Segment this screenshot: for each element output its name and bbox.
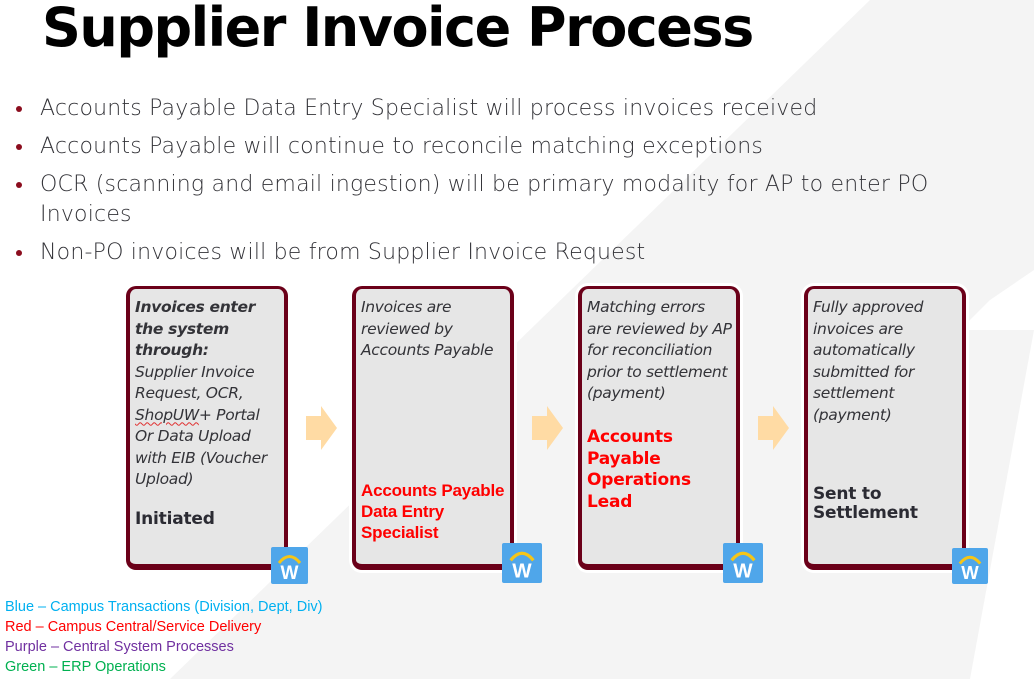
bullet-text: OCR (scanning and email ingestion) will … (40, 172, 929, 227)
svg-text:W: W (961, 562, 979, 583)
bullet-text: Accounts Payable will continue to reconc… (40, 134, 764, 159)
bullet-item: Accounts Payable will continue to reconc… (14, 132, 1014, 162)
right-arrow-icon (532, 406, 563, 450)
process-step-reconciliation: Matching errors are reviewed by AP for r… (578, 286, 740, 570)
bullet-dot-icon (16, 106, 22, 112)
step-role: Initiated (135, 509, 215, 529)
svg-text:W: W (281, 563, 299, 584)
step-role: Accounts Payable Data Entry Specialist (361, 481, 505, 542)
process-step-initiated: Invoices enter the system through: Suppl… (126, 286, 288, 570)
step-description: Invoices are reviewed by Accounts Payabl… (361, 298, 494, 359)
bullet-dot-icon (16, 144, 22, 150)
background-corner (970, 330, 1034, 679)
step-description-text: + Portal Or Data Upload with EIB (Vouche… (135, 405, 267, 489)
slide-title: Supplier Invoice Process (42, 0, 754, 59)
step-description: Matching errors are reviewed by AP for r… (587, 298, 732, 402)
process-step-settlement: Fully approved invoices are automaticall… (804, 286, 966, 570)
bullet-dot-icon (16, 182, 22, 188)
step-description: Fully approved invoices are automaticall… (813, 298, 924, 424)
color-legend: Blue – Campus Transactions (Division, De… (5, 597, 323, 677)
legend-item-red: Red – Campus Central/Service Delivery (5, 619, 262, 635)
legend-item-blue: Blue – Campus Transactions (Division, De… (5, 599, 323, 615)
step-heading: Invoices enter the system through: (135, 298, 256, 359)
background-notch (960, 270, 1034, 330)
svg-text:W: W (733, 560, 753, 583)
step-description: Invoices enter the system through: Suppl… (135, 297, 280, 491)
right-arrow-icon (758, 406, 789, 450)
process-step-review: Invoices are reviewed by Accounts Payabl… (352, 286, 514, 570)
svg-text:W: W (512, 560, 532, 583)
bullet-item: OCR (scanning and email ingestion) will … (14, 170, 1014, 230)
workday-icon: W (271, 547, 308, 584)
spellcheck-word: ShopUW (135, 405, 199, 424)
step-description-text: Supplier Invoice Request, OCR, (135, 362, 255, 403)
bullet-text: Non-PO invoices will be from Supplier In… (40, 240, 646, 265)
workday-icon: W (723, 543, 763, 583)
bullet-list: Accounts Payable Data Entry Specialist w… (14, 94, 1014, 276)
bullet-dot-icon (16, 250, 22, 256)
right-arrow-icon (306, 406, 337, 450)
bullet-text: Accounts Payable Data Entry Specialist w… (40, 96, 818, 121)
workday-icon: W (502, 543, 542, 583)
step-role: Accounts Payable Operations Lead (587, 427, 691, 512)
legend-item-green: Green – ERP Operations (5, 659, 166, 675)
bullet-item: Non-PO invoices will be from Supplier In… (14, 238, 1014, 268)
bullet-item: Accounts Payable Data Entry Specialist w… (14, 94, 1014, 124)
legend-item-purple: Purple – Central System Processes (5, 639, 234, 655)
step-role: Sent to Settlement (813, 484, 918, 523)
workday-icon: W (952, 548, 988, 584)
